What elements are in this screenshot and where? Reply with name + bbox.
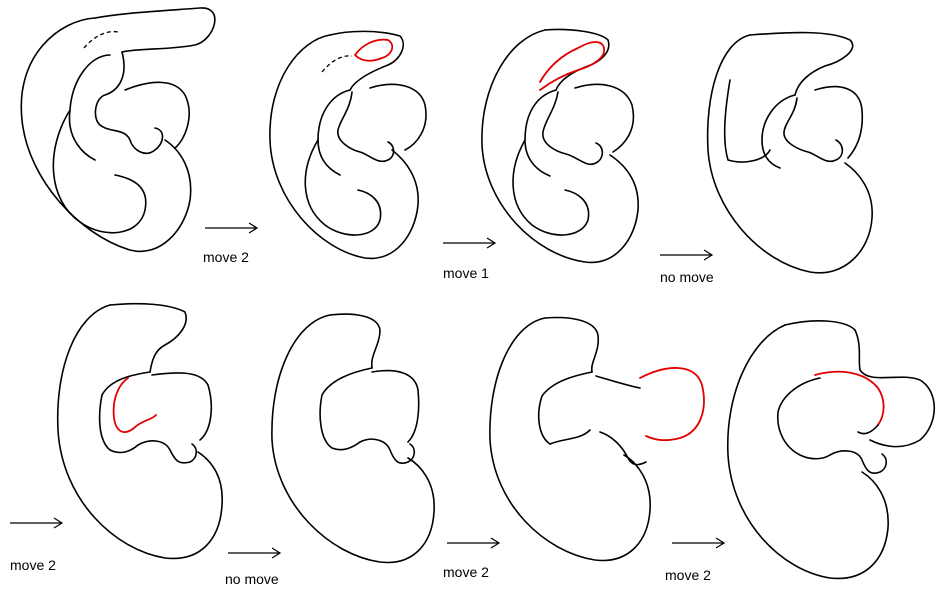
move-arrows: move 2 move 1 no move move 2 no move move 2 mo… [10,223,724,587]
step-5: no move [225,548,280,587]
step-label: no move [660,269,714,285]
knot-diagram-6 [272,314,434,562]
step-2: move 1 [443,238,495,281]
knot-diagram-7 [490,318,704,561]
arrow-icon [672,538,724,548]
arrow-icon [10,518,62,528]
step-1: move 2 [203,223,257,265]
step-7: move 2 [665,538,724,583]
knot-diagram-5 [58,304,222,559]
step-label: move 1 [443,265,489,281]
knot-diagram-2 [270,31,426,258]
step-label: move 2 [203,249,249,265]
step-label: move 2 [10,557,56,573]
step-4: move 2 [10,518,62,573]
knot-diagram-3 [482,29,638,262]
knot-diagram-4 [708,33,873,273]
step-label: move 2 [443,564,489,580]
step-3: no move [660,250,714,285]
arrow-icon [660,250,712,260]
step-label: no move [225,571,279,587]
arrow-icon [228,548,280,558]
arrow-icon [447,538,499,548]
arrow-icon [443,238,495,248]
step-label: move 2 [665,567,711,583]
step-6: move 2 [443,538,499,580]
arrow-icon [205,223,257,233]
knot-diagram-8 [728,321,935,579]
knot-diagram-1 [21,8,215,251]
